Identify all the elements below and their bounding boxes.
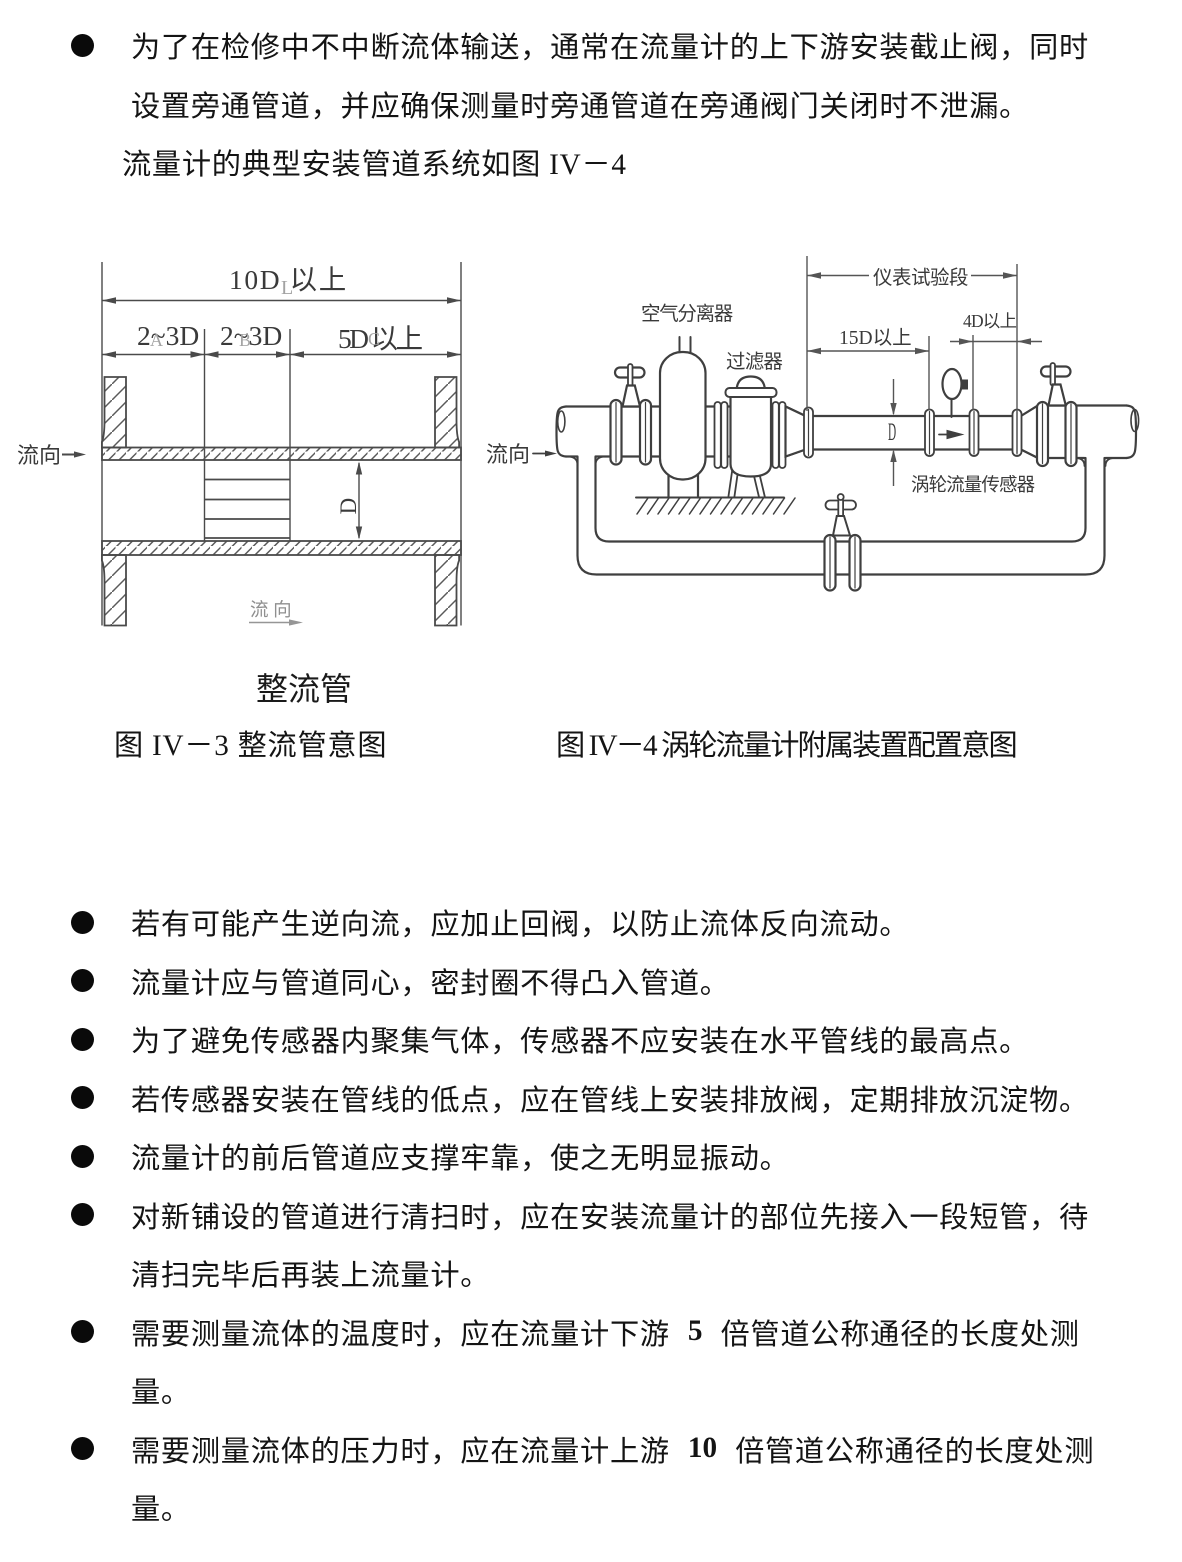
- note-text: 清扫完毕后再装上流量计。: [131, 1260, 491, 1292]
- fig4-dimensions: [806, 256, 1042, 486]
- fig4-air-separator-vessel: [658, 336, 707, 499]
- fig4-dim-downstream-label: 4D以上: [963, 311, 1017, 331]
- fig3-dim-total-label: 10D 以上: [229, 263, 348, 295]
- bullet-icon: [71, 1027, 94, 1051]
- note-line: 量。: [131, 1486, 227, 1528]
- fig3-inner-flow-label: 流 向: [250, 600, 292, 621]
- fig3-dim-line-total: [102, 297, 461, 304]
- fig3-dim-b-sub-label: B: [239, 329, 252, 350]
- fig4-flow-label: 流向: [486, 441, 531, 467]
- fig4-dim-upstream-label: 15D以上: [839, 328, 912, 350]
- fig4-bypass-valve-icon: [823, 493, 862, 592]
- fig3-dim-c-sub-label: C: [368, 328, 381, 349]
- fig4-caption: 图 IV－4 涡轮流量计附属装置配置意图: [556, 729, 1018, 762]
- fig4-valve-icon-upstream: [609, 363, 653, 466]
- note-bold: 10: [687, 1432, 718, 1464]
- fig4-bypass-pipe: [568, 455, 1115, 576]
- fig4-flow-arrow-icon: [938, 429, 965, 440]
- note-line: 量。: [131, 1369, 227, 1411]
- fig4-filter-vessel: [724, 375, 778, 499]
- fig4-pressure-gauge-icon: [941, 367, 968, 418]
- note-line: 若有可能产生逆向流，应加止回阀，以防止流体反向流动。: [131, 901, 945, 943]
- note-text: 量。: [131, 1494, 191, 1526]
- note-text: 需要测量流体的压力时，应在流量计上游: [131, 1435, 670, 1468]
- fig3-flanges: [101, 376, 460, 627]
- note-text: 倍管道公称通径的长度处测: [735, 1435, 1095, 1468]
- note-line: 清扫完毕后再装上流量计。: [131, 1252, 526, 1294]
- figures-lineart: [62, 256, 1140, 627]
- bullet-icon: [71, 1086, 94, 1109]
- fig3-dim-a-label: 2~3D: [137, 320, 200, 351]
- fig4-test-section-flanges: [803, 406, 1023, 459]
- bullet-icon: [71, 910, 94, 934]
- bullet-icon: [71, 1203, 94, 1226]
- bullet-icon: [71, 33, 94, 57]
- fig4-sensor-label: 涡轮流量传感器: [911, 475, 1035, 496]
- fig4-test-section-label: 仪表试验段: [873, 268, 969, 289]
- note-text: 流量计应与管道同心，密封圈不得凸入管道。: [131, 967, 730, 1000]
- intro-line-2: 设置旁通管道，并应确保测量时旁通管道在旁通阀门关闭时不泄漏。: [131, 90, 1030, 123]
- fig3-inner-flow-arrow-icon: [249, 619, 303, 626]
- note-text: 为了避免传感器内聚集气体，传感器不应安装在水平管线的最高点。: [131, 1026, 1030, 1058]
- fig4-flange-joints: [713, 401, 787, 469]
- bullet-icon: [71, 1144, 94, 1168]
- fig4-ground-hatching: [635, 496, 796, 515]
- note-text: 若有可能产生逆向流，应加止回阀，以防止流体反向流动。: [131, 909, 910, 941]
- fig3-dim-b-label: 2~3D: [220, 320, 283, 351]
- note-line: 需要测量流体的压力时，应在流量计上游 10 倍管道公称通径的长度处测: [131, 1428, 1094, 1470]
- bullet-icon: [71, 1320, 94, 1343]
- fig3-dim-line-diameter: [355, 461, 363, 540]
- note-text: 若传感器安装在管线的低点，应在管线上安装排放阀，定期排放沉淀物。: [131, 1084, 1089, 1117]
- fig3-dim-line-sections: [102, 351, 461, 358]
- fig3-diameter-label: D: [336, 497, 361, 514]
- intro-line-3: 流量计的典型安装管道系统如图 IV－4: [122, 149, 627, 181]
- note-bold: 5: [687, 1315, 703, 1347]
- fig3-name-label: 整流管: [256, 670, 353, 707]
- fig4-filter-label: 过滤器: [726, 352, 783, 373]
- fig4-flow-direction-arrow-icon: [532, 450, 557, 457]
- bullet-icon: [71, 969, 94, 992]
- fig3-dim-a-sub-label: A: [150, 329, 163, 350]
- fig3-straightening-vanes: [204, 478, 290, 539]
- note-line: 流量计的前后管道应支撑牢靠，使之无明显振动。: [131, 1135, 826, 1177]
- fig4-piping-diagram: [532, 336, 1140, 592]
- fig3-dim-c-label: 5D 以上: [338, 323, 423, 354]
- note-text: 需要测量流体的温度时，应在流量计下游: [131, 1318, 670, 1351]
- note-line: 若传感器安装在管线的低点，应在管线上安装排放阀，定期排放沉淀物。: [131, 1077, 1125, 1119]
- fig4-diameter-label: D: [888, 418, 897, 446]
- fig3-dim-total-sub-label: L: [281, 276, 294, 299]
- fig3-flow-direction-arrow-icon: [62, 451, 86, 458]
- fig3-straightener-diagram: [62, 262, 462, 627]
- note-line: 对新铺设的管道进行清扫时，应在安装流量计的部位先接入一段短管，待: [131, 1194, 1125, 1236]
- fig3-flow-label: 流向: [17, 442, 62, 468]
- note-line: 为了避免传感器内聚集气体，传感器不应安装在水平管线的最高点。: [131, 1018, 1065, 1060]
- note-line: 需要测量流体的温度时，应在流量计下游 5 倍管道公称通径的长度处测: [131, 1311, 1080, 1353]
- note-text: 对新铺设的管道进行清扫时，应在安装流量计的部位先接入一段短管，待: [131, 1201, 1089, 1234]
- bullet-icon: [71, 1437, 94, 1460]
- intro-line-1: 为了在检修中不中断流体输送，通常在流量计的上下游安装截止阀，同时: [131, 32, 1089, 64]
- note-text: 倍管道公称通径的长度处测: [720, 1318, 1080, 1351]
- note-text: 流量计的前后管道应支撑牢靠，使之无明显振动。: [131, 1143, 790, 1175]
- note-text: 量。: [131, 1377, 191, 1409]
- fig4-air-separator-label: 空气分离器: [641, 304, 733, 325]
- fig4-valve-icon-downstream: [1035, 362, 1078, 468]
- fig3-pipe-walls: [101, 446, 462, 556]
- note-line: 流量计应与管道同心，密封圈不得凸入管道。: [131, 960, 766, 1002]
- fig3-caption: 图 IV－3 整流管意图: [114, 729, 388, 762]
